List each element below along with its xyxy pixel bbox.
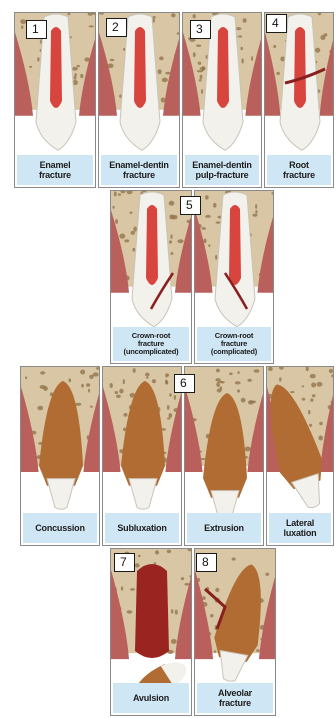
empty-socket — [135, 564, 169, 658]
label-4: 4 — [266, 14, 287, 33]
caption-crown-root-uncomplicated: Crown-root fracture (uncomplicated) — [113, 327, 189, 361]
caption-enamel-fracture: Enamel fracture — [17, 155, 93, 185]
caption-lateral-luxation: Lateral luxation — [269, 513, 331, 543]
label-1: 1 — [26, 20, 47, 39]
caption-concussion: Concussion — [23, 513, 97, 543]
panel-crown-root-uncomplicated: Crown-root fracture (uncomplicated) — [110, 190, 192, 364]
panel-avulsion: Avulsion — [110, 548, 192, 716]
panel-concussion: Concussion — [20, 366, 100, 546]
caption-subluxation: Subluxation — [105, 513, 179, 543]
caption-enamel-dentin-pulp-fracture: Enamel-dentin pulp-fracture — [185, 155, 259, 185]
caption-crown-root-complicated: Crown-root fracture (complicated) — [197, 327, 271, 361]
caption-root-fracture: Root fracture — [267, 155, 331, 185]
label-5: 5 — [180, 196, 201, 215]
label-7: 7 — [114, 553, 135, 572]
caption-enamel-dentin-fracture: Enamel-dentin fracture — [101, 155, 177, 185]
caption-extrusion: Extrusion — [187, 513, 261, 543]
panel-root-fracture: Root fracture — [264, 12, 334, 188]
panel-lateral-luxation: Lateral luxation — [266, 366, 334, 546]
label-3: 3 — [190, 20, 211, 39]
caption-avulsion: Avulsion — [113, 683, 189, 713]
panel-alveolar-fracture: Alveolar fracture — [194, 548, 276, 716]
label-8: 8 — [196, 553, 217, 572]
panel-enamel-dentin-fracture: Enamel-dentin fracture — [98, 12, 180, 188]
panel-extrusion: Extrusion — [184, 366, 264, 546]
label-6: 6 — [174, 374, 195, 393]
panel-crown-root-complicated: Crown-root fracture (complicated) — [194, 190, 274, 364]
label-2: 2 — [106, 18, 127, 37]
caption-alveolar-fracture: Alveolar fracture — [197, 683, 273, 713]
panel-subluxation: Subluxation — [102, 366, 182, 546]
